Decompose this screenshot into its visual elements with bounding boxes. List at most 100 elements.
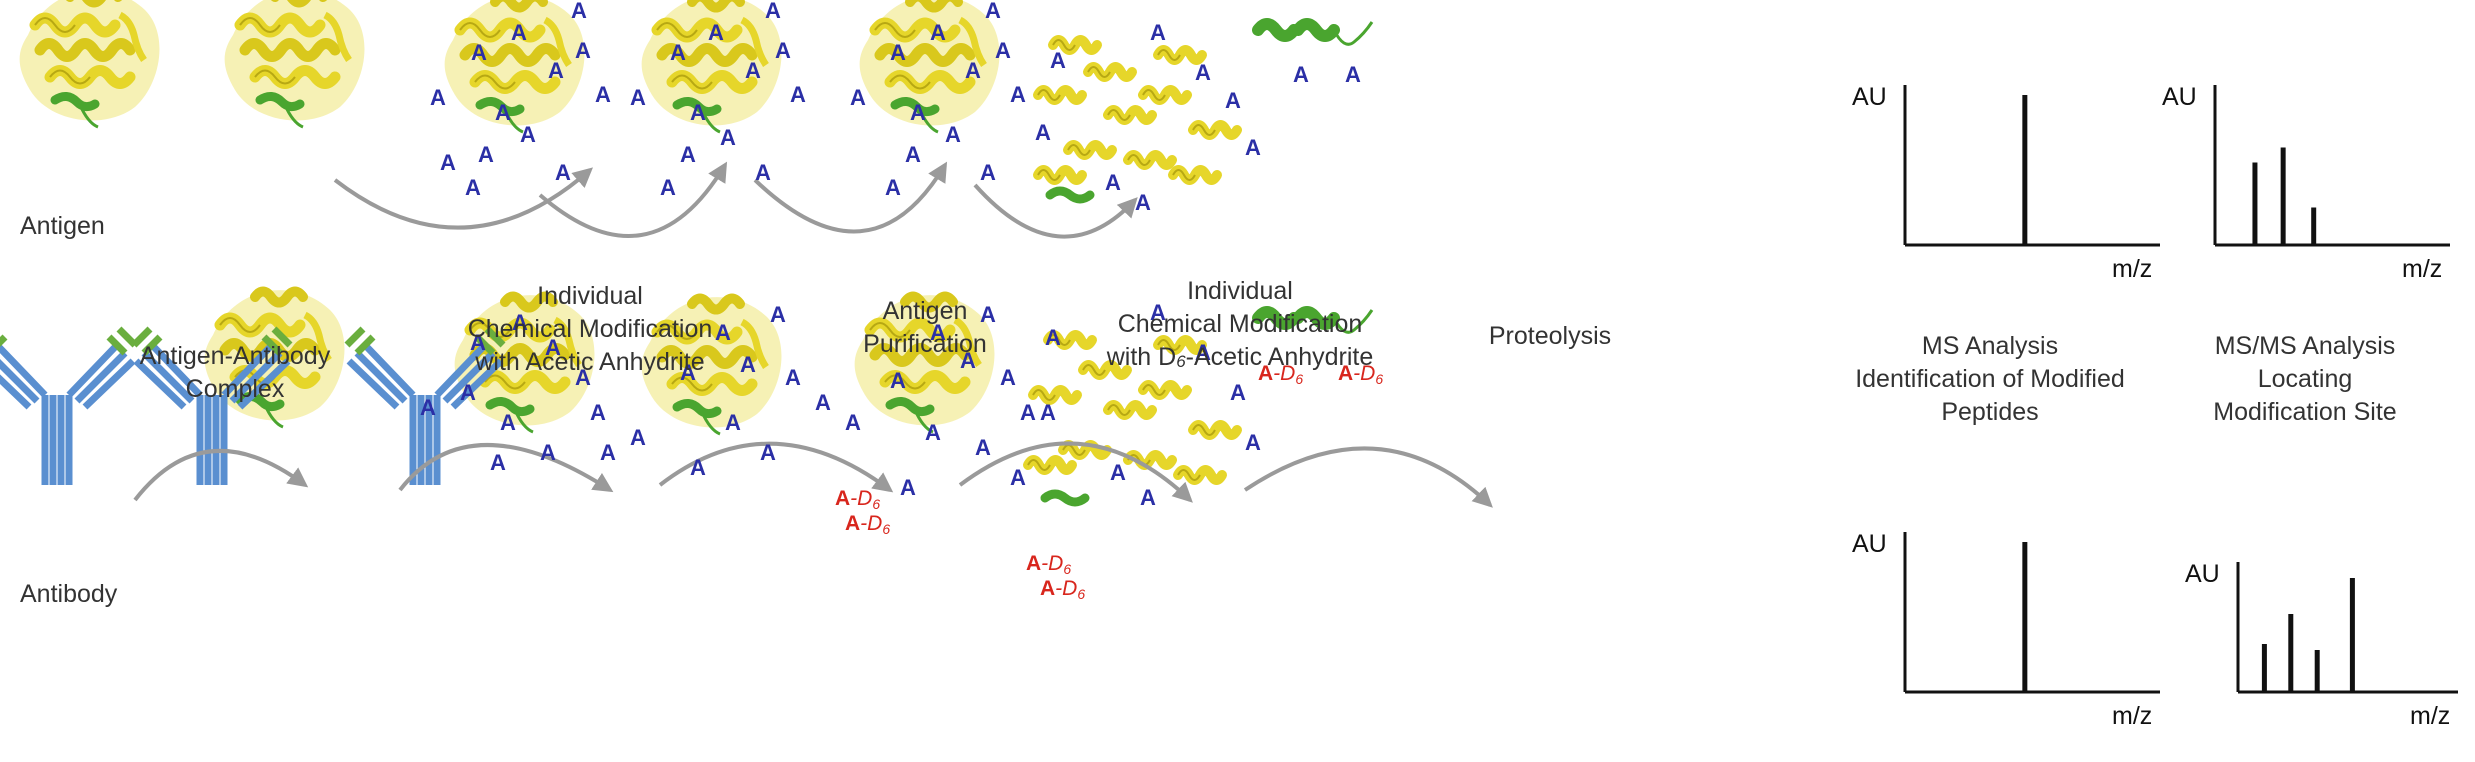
acetyl-mark: A [720, 125, 736, 150]
heavy-acetyl-mark: A-D6 [1338, 362, 1383, 387]
acetyl-mark: A [708, 20, 724, 45]
acetyl-mark: A [980, 160, 996, 185]
acetyl-mark: A [985, 0, 1001, 23]
acetyl-mark: A [945, 122, 961, 147]
antigen-protein [20, 0, 160, 127]
acetyl-mark: A [1020, 400, 1036, 425]
acetyl-mark: A [575, 38, 591, 63]
ms-bottom-y-label: AU [1852, 530, 1887, 558]
acetyl-mark: A [1195, 340, 1211, 365]
modified-peptide-icon-top [1252, 18, 1374, 46]
acetyl-mark: A [595, 82, 611, 107]
acetyl-mark: A [1245, 430, 1261, 455]
msms-bottom-y-label: AU [2185, 560, 2220, 588]
acetyl-mark: A [430, 85, 446, 110]
acetyl-mark: A [680, 360, 696, 385]
acetyl-mark: A [930, 320, 946, 345]
ms-top-x-label: m/z [2112, 255, 2152, 283]
acetyl-mark: A [850, 85, 866, 110]
acetyl-mark: A [1000, 365, 1016, 390]
acetyl-mark: A [575, 365, 591, 390]
ms-top-y-label: AU [1852, 83, 1887, 111]
acetyl-mark: A [1345, 62, 1361, 87]
ms-bottom-x-label: m/z [2112, 702, 2152, 730]
acetyl-mark: A [670, 40, 686, 65]
arrow-bottom-3 [958, 441, 1193, 503]
acetyl-mark: A [1010, 82, 1026, 107]
acetyl-mark: A [520, 122, 536, 147]
acetyl-mark: A [790, 82, 806, 107]
msms-top-y-label: AU [2162, 83, 2197, 111]
acetyl-mark: A [680, 142, 696, 167]
heavy-acetyl-mark: A-D6 [845, 512, 890, 537]
acetyl-mark: A [470, 330, 486, 355]
antibody-icon [0, 329, 135, 485]
acetyl-mark: A [1035, 120, 1051, 145]
acetyl-mark: A [1150, 20, 1166, 45]
acetyl-mark: A [1050, 48, 1066, 73]
acetyl-mark: A [540, 440, 556, 465]
acetyl-mark: A [745, 58, 761, 83]
heavy-acetyl-mark: A-D6 [835, 487, 880, 512]
acetyl-mark: A [815, 390, 831, 415]
peptide-fragments-bottom [1028, 335, 1237, 507]
acetyl-mark: A [890, 368, 906, 393]
arrow-bottom-4 [1243, 446, 1493, 508]
acetyl-mark: A [465, 175, 481, 200]
acetyl-mark: A [511, 20, 527, 45]
acetyl-labels: AAAAAAAAAAAAAAAAAAAAAAAAAAAAAAAAAAAAAAAA… [420, 0, 1383, 602]
acetyl-mark: A [1195, 60, 1211, 85]
arrow-step4 [973, 183, 1138, 239]
acetyl-mark: A [545, 335, 561, 360]
acetyl-mark: A [1040, 400, 1056, 425]
acetyl-mark: A [1135, 190, 1151, 215]
step3-label: Individual Chemical Modification with D6… [1106, 277, 1374, 371]
acetyl-mark: A [1293, 62, 1309, 87]
acetyl-mark: A [690, 455, 706, 480]
acetyl-mark: A [890, 40, 906, 65]
acetyl-mark: A [925, 420, 941, 445]
acetyl-mark: A [905, 142, 921, 167]
arrow-bottom-1 [398, 443, 614, 493]
acetyl-mark: A [600, 440, 616, 465]
acetyl-mark: A [690, 100, 706, 125]
acetyl-mark: A [440, 150, 456, 175]
acetyl-mark: A [590, 400, 606, 425]
acetyl-mark: A [845, 410, 861, 435]
acetyl-mark: A [490, 450, 506, 475]
heavy-acetyl-mark: A-D6 [1040, 577, 1085, 602]
acetyl-mark: A [965, 58, 981, 83]
acetyl-mark: A [995, 38, 1011, 63]
acetyl-mark: A [500, 410, 516, 435]
arrow-step2 [538, 161, 728, 238]
acetyl-mark: A [980, 302, 996, 327]
acetyl-mark: A [630, 85, 646, 110]
acetyl-mark: A [512, 310, 528, 335]
acetyl-mark: A [1150, 300, 1166, 325]
acetyl-mark: A [1105, 170, 1121, 195]
acetyl-mark: A [975, 435, 991, 460]
acetyl-mark: A [420, 395, 436, 420]
acetyl-mark: A [775, 38, 791, 63]
acetyl-mark: A [548, 58, 564, 83]
acetyl-mark: A [555, 160, 571, 185]
acetyl-mark: A [910, 100, 926, 125]
acetyl-mark: A [571, 0, 587, 23]
acetyl-mark: A [1110, 460, 1126, 485]
acetyl-mark: A [930, 20, 946, 45]
acetyl-mark: A [495, 100, 511, 125]
acetyl-mark: A [960, 348, 976, 373]
acetyl-mark: A [1245, 135, 1261, 160]
acetyl-mark: A [755, 160, 771, 185]
arrow-bottom-2 [658, 441, 894, 493]
heavy-acetyl-mark: A-D6 [1026, 552, 1071, 577]
arrow-step1 [333, 167, 594, 230]
modified-peptide-icon-bottom [1252, 306, 1374, 334]
heavy-acetyl-mark: A-D6 [1258, 362, 1303, 387]
